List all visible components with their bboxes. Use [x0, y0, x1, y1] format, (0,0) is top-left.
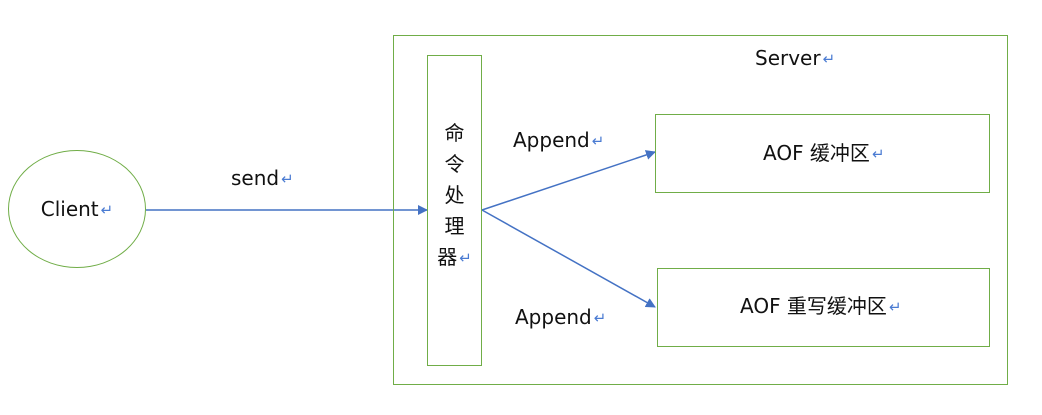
- append-edge-label-bottom: Append↵: [515, 305, 607, 329]
- return-mark-icon: ↵: [100, 201, 114, 219]
- return-mark-icon: ↵: [822, 50, 836, 68]
- processor-char-2: 令: [444, 152, 465, 176]
- append-edge-top: [481, 150, 656, 211]
- server-label: Server↵: [755, 46, 836, 70]
- processor-char-5: 器↵: [437, 245, 472, 269]
- processor-char-1: 命: [444, 121, 465, 145]
- return-mark-icon: ↵: [591, 132, 605, 150]
- return-mark-icon: ↵: [593, 309, 607, 327]
- return-mark-icon: ↵: [281, 170, 294, 188]
- command-processor-node: [427, 55, 482, 366]
- aof-rewrite-buffer-node: [657, 268, 990, 347]
- return-mark-icon: ↵: [888, 298, 902, 316]
- aof-rewrite-buffer-label: AOF 重写缓冲区↵: [740, 294, 902, 318]
- send-edge-label: send↵: [231, 166, 294, 190]
- processor-char-3: 处: [444, 183, 465, 207]
- server-container: [393, 35, 1008, 385]
- processor-char-4: 理: [444, 214, 465, 238]
- client-label: Client↵: [40, 197, 114, 221]
- aof-buffer-node: [655, 114, 990, 193]
- append-edge-bottom: [481, 209, 656, 308]
- client-node: Client↵: [8, 150, 146, 268]
- append-edge-label-top: Append↵: [513, 128, 605, 152]
- return-mark-icon: ↵: [871, 145, 885, 163]
- command-processor-label: 命 令 处 理 器↵: [427, 118, 482, 274]
- return-mark-icon: ↵: [459, 249, 472, 267]
- aof-buffer-label: AOF 缓冲区↵: [763, 141, 885, 165]
